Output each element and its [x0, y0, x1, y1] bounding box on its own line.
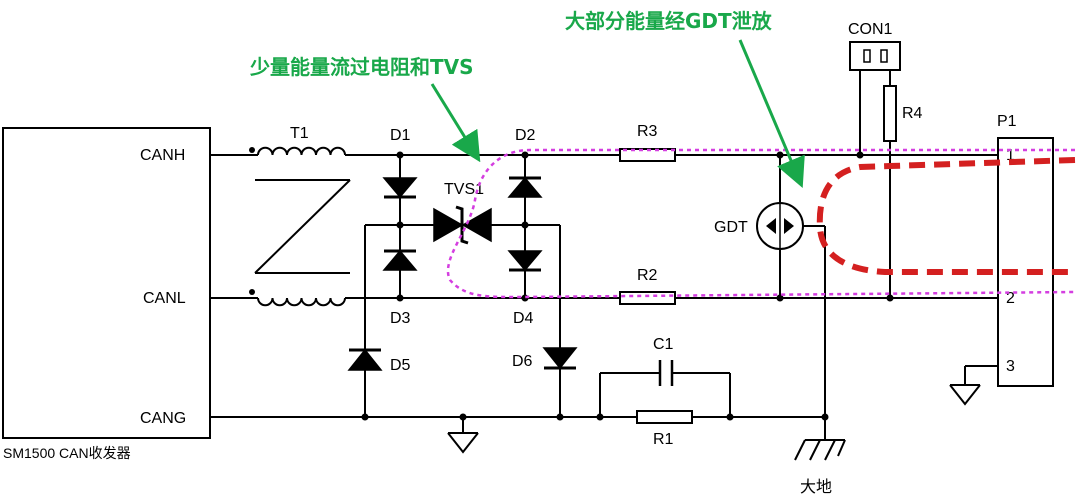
t1-label: T1	[290, 125, 309, 142]
d6-label: D6	[512, 353, 533, 370]
r4-resistor	[883, 85, 897, 142]
p1-pin1: 1	[1006, 147, 1015, 164]
d5-diode	[347, 348, 383, 371]
canl-pin-label: CANL	[143, 290, 186, 307]
annotation-arrow-small	[430, 83, 481, 163]
transceiver-name: SM1500 CAN收发器	[3, 445, 131, 461]
earth-label: 大地	[800, 478, 832, 496]
d3-diode	[382, 249, 418, 271]
tvs1-label: TVS1	[444, 181, 484, 198]
r2-resistor	[619, 291, 676, 305]
r4-label: R4	[902, 105, 923, 122]
p1-connector	[997, 137, 1054, 387]
annotation-small-energy: 少量能量流过电阻和TVS	[249, 55, 474, 79]
r2-label: R2	[637, 267, 658, 284]
p1-pin3: 3	[1006, 358, 1015, 375]
d3-label: D3	[390, 310, 411, 327]
c1-r1-network	[599, 360, 731, 417]
t1-choke	[249, 146, 351, 307]
high-energy-path	[816, 157, 1076, 275]
cang-pin-label: CANG	[140, 410, 186, 427]
transceiver-box	[2, 127, 211, 439]
gdt-label: GDT	[714, 219, 748, 236]
con1-label: CON1	[848, 21, 893, 38]
con1-connector	[849, 41, 901, 71]
annotation-large-energy: 大部分能量经GDT泄放	[565, 9, 773, 33]
r1-resistor	[636, 410, 693, 424]
canh-pin-label: CANH	[140, 147, 185, 164]
p1-pin2: 2	[1006, 290, 1015, 307]
d4-diode	[507, 250, 543, 272]
low-energy-path	[446, 148, 1076, 299]
d1-diode	[382, 177, 418, 199]
earth-ground-icon	[794, 439, 846, 461]
d4-label: D4	[513, 310, 534, 327]
c1-label: C1	[653, 336, 674, 353]
annotation-arrow-large	[738, 39, 805, 189]
r3-label: R3	[637, 123, 658, 140]
pin3-ground-icon	[949, 384, 981, 406]
d5-label: D5	[390, 357, 411, 374]
cang-ground-icon	[447, 432, 479, 454]
junction-dots	[361, 151, 894, 421]
d1-label: D1	[390, 127, 411, 144]
r1-label: R1	[653, 431, 674, 448]
d2-diode	[507, 176, 543, 198]
d6-diode	[542, 347, 578, 370]
d2-label: D2	[515, 127, 536, 144]
p1-label: P1	[997, 113, 1017, 130]
tvs1-diode	[433, 205, 492, 245]
gdt-tube	[756, 202, 804, 250]
